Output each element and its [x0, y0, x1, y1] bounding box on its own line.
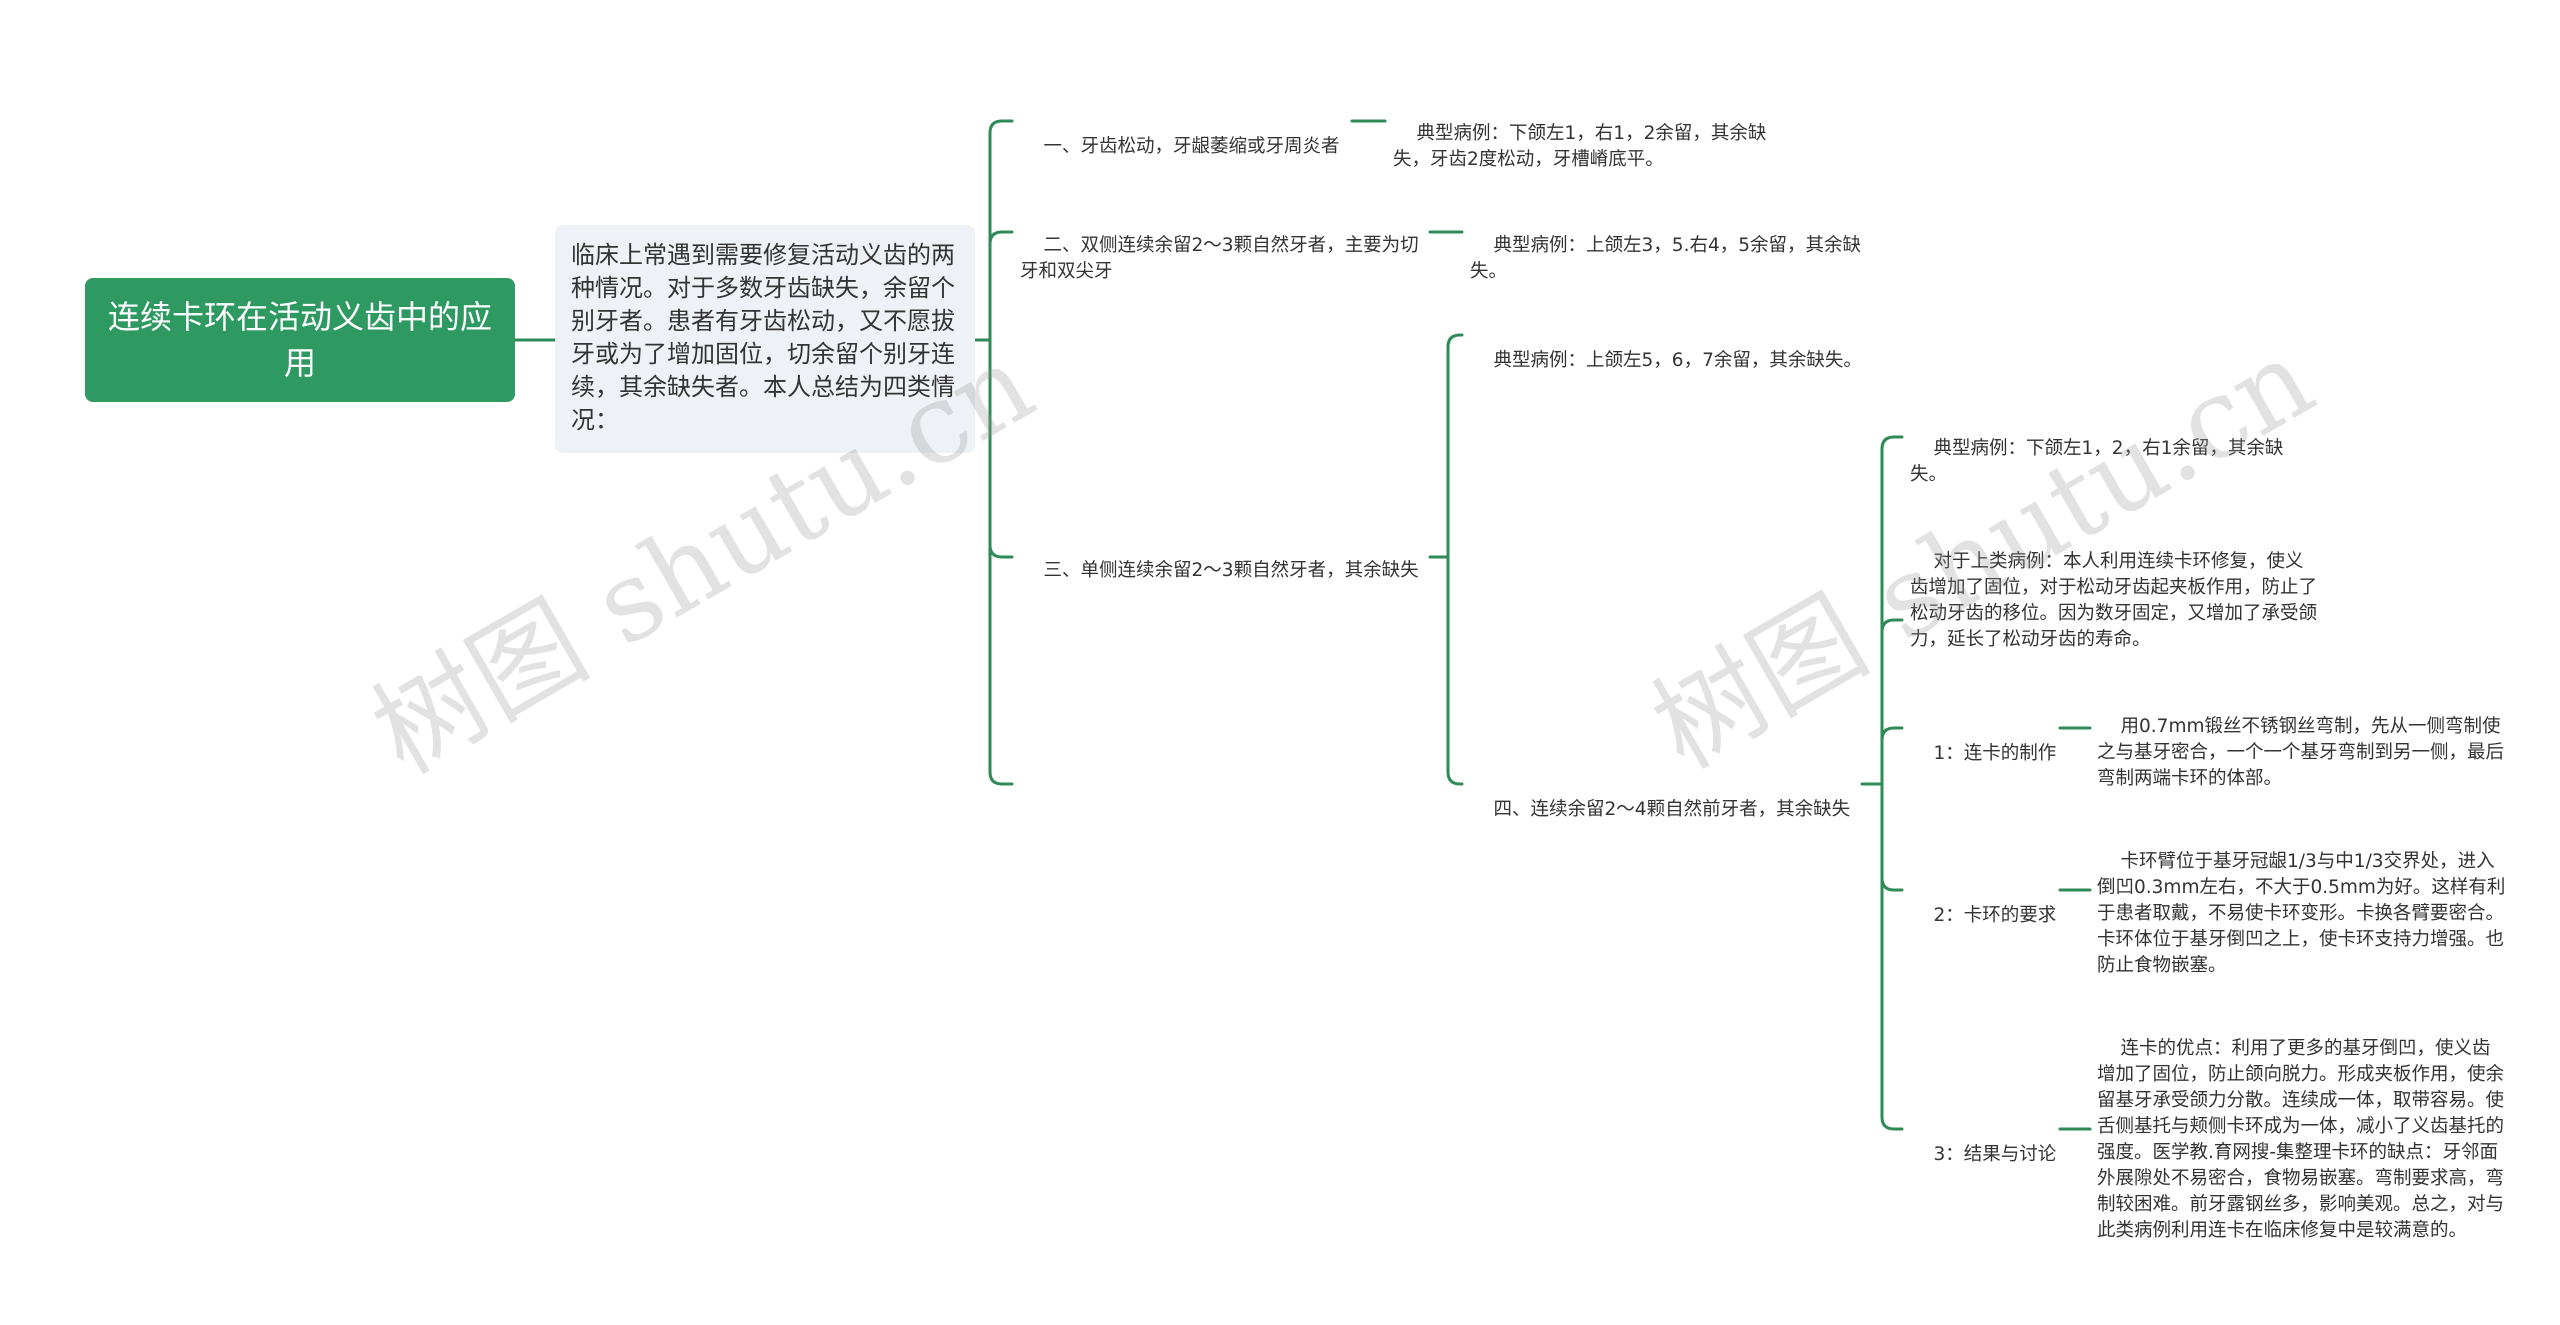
- category-1-example-text: 典型病例：下颌左1，右1，2余留，其余缺失，牙齿2度松动，牙槽嵴底平。: [1393, 123, 1767, 170]
- requirement-detail-text: 卡环臂位于基牙冠龈1/3与中1/3交界处，进入倒凹0.3mm左右，不大于0.5m…: [2097, 851, 2506, 976]
- category-4-example-text: 典型病例：下颌左1，2，右1余留，其余缺失。: [1910, 438, 2284, 485]
- category-3-example-text: 典型病例：上颌左5，6，7余留，其余缺失。: [1493, 350, 1862, 371]
- category-2-node[interactable]: 二、双侧连续余留2～3颗自然牙者，主要为切牙和双尖牙: [1020, 207, 1420, 311]
- category-3-node[interactable]: 三、单侧连续余留2～3颗自然牙者，其余缺失: [1020, 532, 1420, 610]
- requirement-node[interactable]: 2：卡环的要求: [1910, 877, 2070, 955]
- result-detail[interactable]: 连卡的优点：利用了更多的基牙倒凹，使义齿增加了固位，防止颌向脱力。形成夹板作用，…: [2097, 1010, 2507, 1270]
- summary-node[interactable]: 临床上常遇到需要修复活动义齿的两种情况。对于多数牙齿缺失，余留个别牙者。患者有牙…: [555, 225, 975, 453]
- category-4-link-branch-5: [1880, 782, 1904, 1131]
- category-1-label: 一、牙齿松动，牙龈萎缩或牙周炎者: [1043, 136, 1340, 157]
- category-1-node[interactable]: 一、牙齿松动，牙龈萎缩或牙周炎者: [1020, 108, 1350, 186]
- summary-link-branch-3: [988, 338, 1014, 559]
- category-4-example[interactable]: 典型病例：下颌左1，2，右1余留，其余缺失。: [1910, 410, 2320, 514]
- category-4-label: 四、连续余留2～4颗自然前牙者，其余缺失: [1493, 799, 1851, 820]
- category-3-example[interactable]: 典型病例：上颌左5，6，7余留，其余缺失。: [1470, 322, 1890, 400]
- category-4-analysis-text: 对于上类病例：本人利用连续卡环修复，使义齿增加了固位，对于松动牙齿起夹板作用，防…: [1910, 551, 2318, 650]
- making-detail-text: 用0.7mm锻丝不锈钢丝弯制，先从一侧弯制使之与基牙密合，一个一个基牙弯制到另一…: [2097, 716, 2505, 789]
- making-node[interactable]: 1：连卡的制作: [1910, 715, 2070, 793]
- result-detail-text: 连卡的优点：利用了更多的基牙倒凹，使义齿增加了固位，防止颌向脱力。形成夹板作用，…: [2097, 1038, 2505, 1241]
- category-3-link-branch-1: [1446, 333, 1464, 559]
- summary-link-branch-4: [988, 338, 1014, 786]
- requirement-label: 2：卡环的要求: [1933, 905, 2057, 926]
- category-4-node[interactable]: 四、连续余留2～4颗自然前牙者，其余缺失: [1470, 771, 1890, 849]
- requirement-detail[interactable]: 卡环臂位于基牙冠龈1/3与中1/3交界处，进入倒凹0.3mm左右，不大于0.5m…: [2097, 823, 2507, 1005]
- category-4-analysis[interactable]: 对于上类病例：本人利用连续卡环修复，使义齿增加了固位，对于松动牙齿起夹板作用，防…: [1910, 523, 2320, 679]
- making-detail[interactable]: 用0.7mm锻丝不锈钢丝弯制，先从一侧弯制使之与基牙密合，一个一个基牙弯制到另一…: [2097, 688, 2507, 818]
- summary-text: 临床上常遇到需要修复活动义齿的两种情况。对于多数牙齿缺失，余留个别牙者。患者有牙…: [571, 241, 955, 434]
- making-label: 1：连卡的制作: [1933, 743, 2057, 764]
- root-node[interactable]: 连续卡环在活动义齿中的应用: [85, 278, 515, 402]
- summary-link-branch-2: [988, 230, 1014, 342]
- result-node[interactable]: 3：结果与讨论: [1910, 1116, 2070, 1194]
- category-2-example-text: 典型病例：上颌左3，5.右4，5余留，其余缺失。: [1470, 235, 1861, 282]
- root-title: 连续卡环在活动义齿中的应用: [107, 298, 492, 382]
- category-4-link-branch-2: [1880, 618, 1904, 786]
- result-label: 3：结果与讨论: [1933, 1144, 2057, 1165]
- category-4-link-branch-1: [1880, 435, 1904, 786]
- category-3-label: 三、单侧连续余留2～3颗自然牙者，其余缺失: [1043, 560, 1419, 581]
- category-2-label: 二、双侧连续余留2～3颗自然牙者，主要为切牙和双尖牙: [1020, 235, 1419, 282]
- category-2-example[interactable]: 典型病例：上颌左3，5.右4，5余留，其余缺失。: [1470, 207, 1870, 311]
- category-4-link-branch-3: [1880, 726, 1904, 786]
- category-1-example[interactable]: 典型病例：下颌左1，右1，2余留，其余缺失，牙齿2度松动，牙槽嵴底平。: [1393, 95, 1803, 199]
- category-3-link-branch-2: [1446, 555, 1464, 786]
- summary-link-branch-1: [988, 119, 1014, 342]
